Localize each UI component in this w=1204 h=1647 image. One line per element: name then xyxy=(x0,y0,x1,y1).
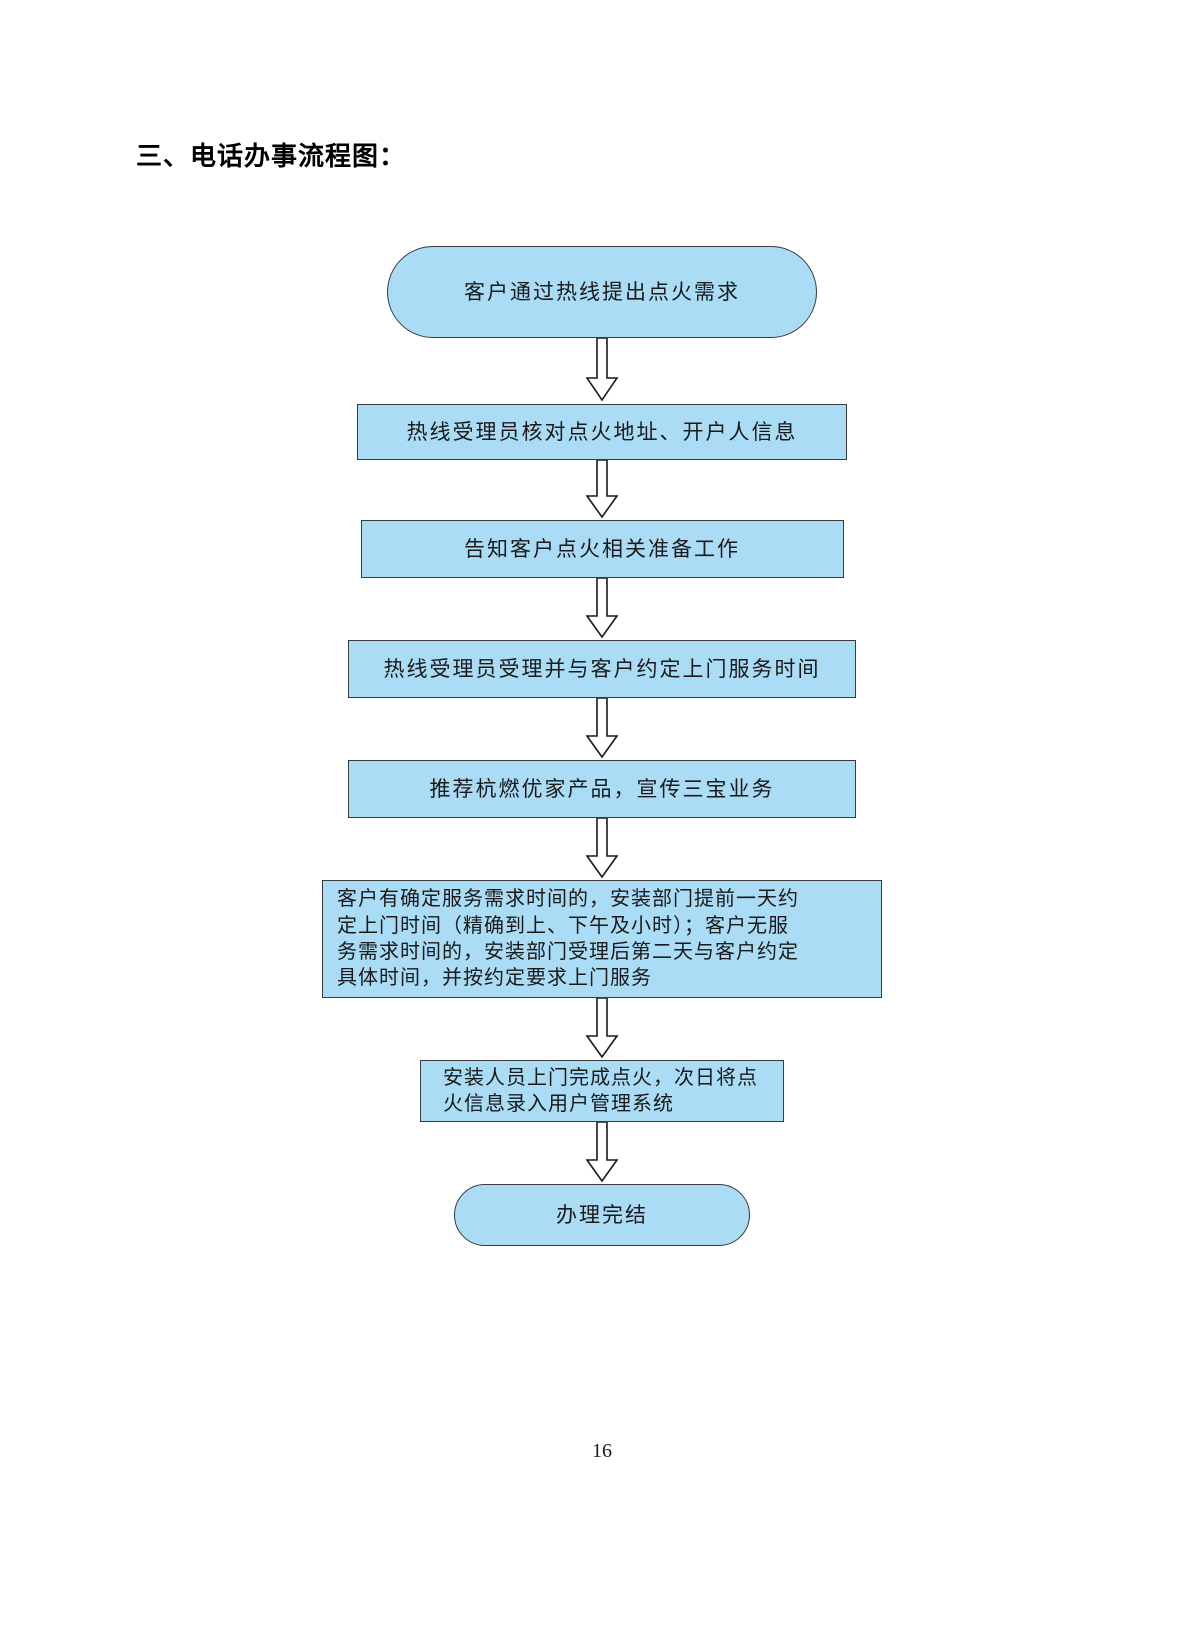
page-title: 三、电话办事流程图： xyxy=(136,142,407,172)
flow-row-end: 办理完结 xyxy=(0,1184,1204,1246)
page-number: 16 xyxy=(592,1440,612,1462)
flow-row-promote: 推荐杭燃优家产品，宣传三宝业务 xyxy=(0,760,1204,818)
flow-node-promote[interactable]: 推荐杭燃优家产品，宣传三宝业务 xyxy=(348,760,856,818)
flow-node-appointment-label: 热线受理员受理并与客户约定上门服务时间 xyxy=(383,656,821,681)
flowchart: 客户通过热线提出点火需求 热线受理员核对点火地址、开户人信息 告知客户点火相关准… xyxy=(0,246,1204,1246)
flow-node-verify-label: 热线受理员核对点火地址、开户人信息 xyxy=(406,419,798,444)
flow-node-schedule[interactable]: 客户有确定服务需求时间的，安装部门提前一天约 定上门时间（精确到上、下午及小时）… xyxy=(322,880,882,998)
down-arrow-icon xyxy=(585,998,619,1059)
flow-node-install-label: 安装人员上门完成点火，次日将点 火信息录入用户管理系统 xyxy=(443,1067,758,1115)
flow-row-start: 客户通过热线提出点火需求 xyxy=(0,246,1204,338)
flow-row-verify: 热线受理员核对点火地址、开户人信息 xyxy=(0,404,1204,460)
flow-node-inform[interactable]: 告知客户点火相关准备工作 xyxy=(360,520,844,578)
down-arrow-icon xyxy=(585,698,619,759)
flow-connector-schedule-install xyxy=(0,998,1204,1060)
flow-node-start[interactable]: 客户通过热线提出点火需求 xyxy=(387,246,817,338)
flow-row-inform: 告知客户点火相关准备工作 xyxy=(0,520,1204,578)
flow-node-inform-label: 告知客户点火相关准备工作 xyxy=(464,536,740,561)
down-arrow-icon xyxy=(585,1122,619,1183)
flow-row-appointment: 热线受理员受理并与客户约定上门服务时间 xyxy=(0,640,1204,698)
flow-row-install: 安装人员上门完成点火，次日将点 火信息录入用户管理系统 xyxy=(0,1060,1204,1122)
flow-node-verify[interactable]: 热线受理员核对点火地址、开户人信息 xyxy=(357,404,847,460)
flow-node-appointment[interactable]: 热线受理员受理并与客户约定上门服务时间 xyxy=(348,640,856,698)
flow-node-promote-label: 推荐杭燃优家产品，宣传三宝业务 xyxy=(429,776,775,801)
down-arrow-icon xyxy=(585,818,619,879)
flow-row-schedule: 客户有确定服务需求时间的，安装部门提前一天约 定上门时间（精确到上、下午及小时）… xyxy=(0,880,1204,998)
down-arrow-icon xyxy=(585,460,619,519)
down-arrow-icon xyxy=(585,338,619,402)
flow-node-install[interactable]: 安装人员上门完成点火，次日将点 火信息录入用户管理系统 xyxy=(420,1060,784,1122)
flow-node-end[interactable]: 办理完结 xyxy=(454,1184,750,1246)
flow-connector-inform-appointment xyxy=(0,578,1204,640)
flow-connector-verify-inform xyxy=(0,460,1204,520)
flow-node-end-label: 办理完结 xyxy=(556,1202,648,1227)
down-arrow-icon xyxy=(585,578,619,639)
flow-connector-appointment-promote xyxy=(0,698,1204,760)
flow-connector-promote-schedule xyxy=(0,818,1204,880)
flow-connector-install-end xyxy=(0,1122,1204,1184)
flow-connector-start-verify xyxy=(0,338,1204,404)
flow-node-schedule-label: 客户有确定服务需求时间的，安装部门提前一天约 定上门时间（精确到上、下午及小时）… xyxy=(337,888,799,990)
flow-node-start-label: 客户通过热线提出点火需求 xyxy=(464,279,740,304)
